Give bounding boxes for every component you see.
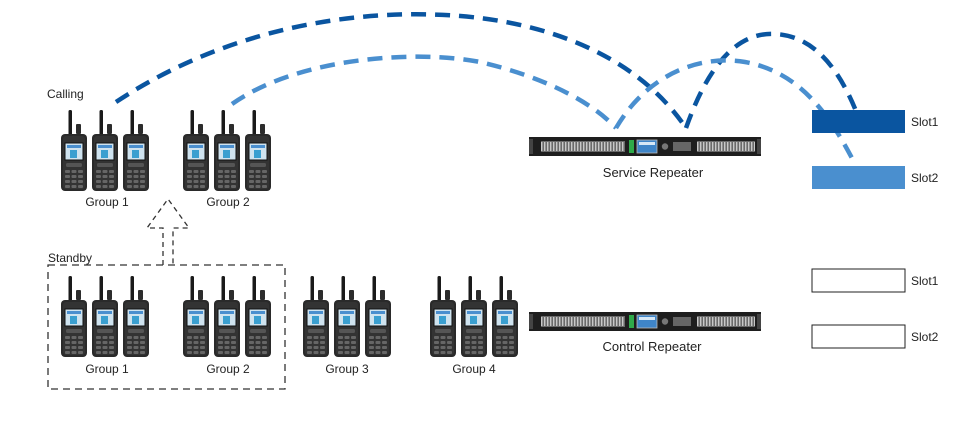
control-slot1-box (811, 268, 906, 293)
service-slot2-box (812, 166, 905, 189)
control-repeater-label: Control Repeater (602, 339, 702, 354)
standby-group3-label: Group 3 (325, 362, 369, 376)
service-slot1-label: Slot1 (911, 115, 939, 129)
radio-icon (302, 275, 330, 358)
control-slot2-box (811, 324, 906, 349)
radio-icon (333, 275, 361, 358)
standby-to-calling-arrow (145, 197, 191, 265)
service-slot1-box (812, 110, 905, 133)
radio-icon (491, 275, 519, 358)
standby-radio-units (60, 275, 519, 358)
link-group2-to-slot2 (230, 54, 618, 130)
radio-icon (213, 275, 241, 358)
calling-label: Calling (47, 87, 84, 101)
link-group1-to-slot1 (114, 12, 688, 130)
radio-icon (460, 275, 488, 358)
radio-icon (182, 109, 210, 192)
control-slot1-label: Slot1 (911, 274, 939, 288)
link-repeater-to-slot2 (614, 58, 858, 166)
standby-label: Standby (48, 251, 93, 265)
radio-icon (429, 275, 457, 358)
radio-icon (122, 109, 150, 192)
calling-group2-label: Group 2 (206, 195, 250, 209)
radio-icon (91, 109, 119, 192)
control-repeater-icon (528, 311, 762, 332)
link-repeater-to-slot1 (683, 31, 861, 129)
service-repeater-icon (528, 136, 762, 157)
radio-icon (60, 109, 88, 192)
radio-icon (244, 275, 272, 358)
control-slot2-label: Slot2 (911, 330, 939, 344)
calling-radio-units (60, 109, 272, 192)
standby-group-box (47, 264, 286, 390)
calling-group1-label: Group 1 (85, 195, 129, 209)
standby-group1-label: Group 1 (85, 362, 129, 376)
radio-icon (364, 275, 392, 358)
radio-icon (213, 109, 241, 192)
radio-icon (122, 275, 150, 358)
service-repeater-label: Service Repeater (602, 165, 704, 180)
standby-group2-label: Group 2 (206, 362, 250, 376)
radio-icon (60, 275, 88, 358)
radio-icon (91, 275, 119, 358)
radio-icon (244, 109, 272, 192)
service-slot2-label: Slot2 (911, 171, 939, 185)
standby-group4-label: Group 4 (452, 362, 496, 376)
radio-icon (182, 275, 210, 358)
